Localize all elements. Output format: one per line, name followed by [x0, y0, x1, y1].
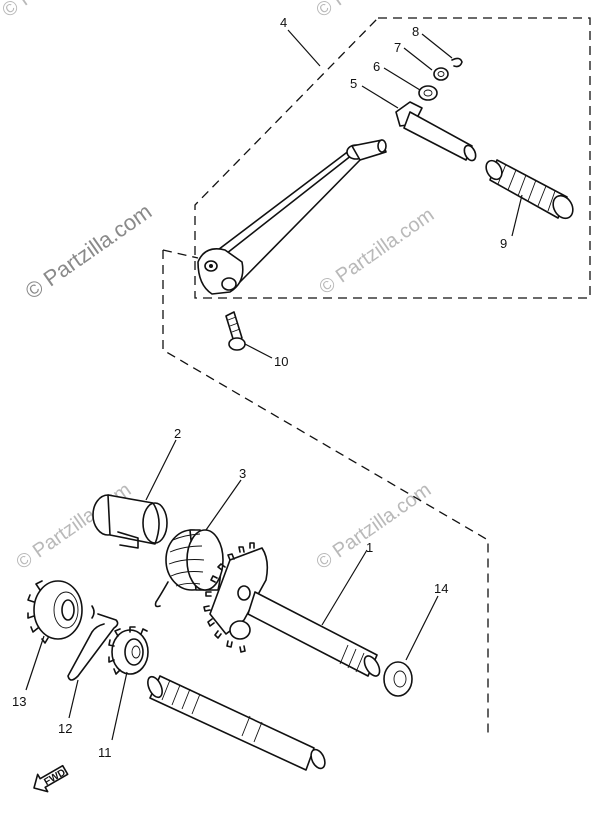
assembly-boundary-lines [162, 17, 591, 735]
watermark-lower-right: © Partzilla.com [312, 479, 435, 574]
callout-7: 7 [394, 40, 401, 55]
washer [433, 67, 449, 81]
callout-3: 3 [239, 466, 246, 481]
leader-lines [25, 29, 523, 741]
watermark-main: © Partzilla.com [21, 199, 157, 305]
kick-crank-arm [197, 139, 387, 295]
callout-labels: 4 8 7 6 5 9 10 2 3 1 14 13 12 11 [12, 15, 507, 760]
spring-holder [92, 494, 168, 549]
splined-shaft [147, 675, 326, 771]
callout-13: 13 [12, 694, 26, 709]
callout-4: 4 [280, 15, 287, 30]
kick-pedal-shaft [395, 101, 477, 162]
callout-5: 5 [350, 76, 357, 91]
callout-9: 9 [500, 236, 507, 251]
callout-11: 11 [98, 745, 112, 760]
pinch-bolt [225, 311, 246, 351]
callout-2: 2 [174, 426, 181, 441]
pedal-boss [418, 85, 438, 101]
kick-axle-gear [203, 542, 381, 677]
watermark-mid-right: © Partzilla.com [315, 204, 438, 299]
clip-spring [67, 605, 119, 681]
ratchet-gear [27, 580, 83, 644]
callout-10: 10 [274, 354, 288, 369]
fwd-label: FWD [42, 767, 67, 788]
watermark-top-left: © Partzilla.com [0, 0, 121, 22]
callout-1: 1 [366, 540, 373, 555]
rubber-grip [485, 159, 574, 220]
forward-direction-arrow: FWD [33, 764, 69, 793]
callout-8: 8 [412, 24, 419, 39]
kick-idle-gear [108, 626, 149, 675]
torsion-spring [154, 529, 224, 608]
callout-12: 12 [58, 721, 72, 736]
watermark-top-right: © Partzilla.com [312, 0, 435, 22]
callout-6: 6 [373, 59, 380, 74]
axle-washer [383, 661, 413, 697]
callout-14: 14 [434, 581, 448, 596]
circlip [451, 57, 463, 68]
